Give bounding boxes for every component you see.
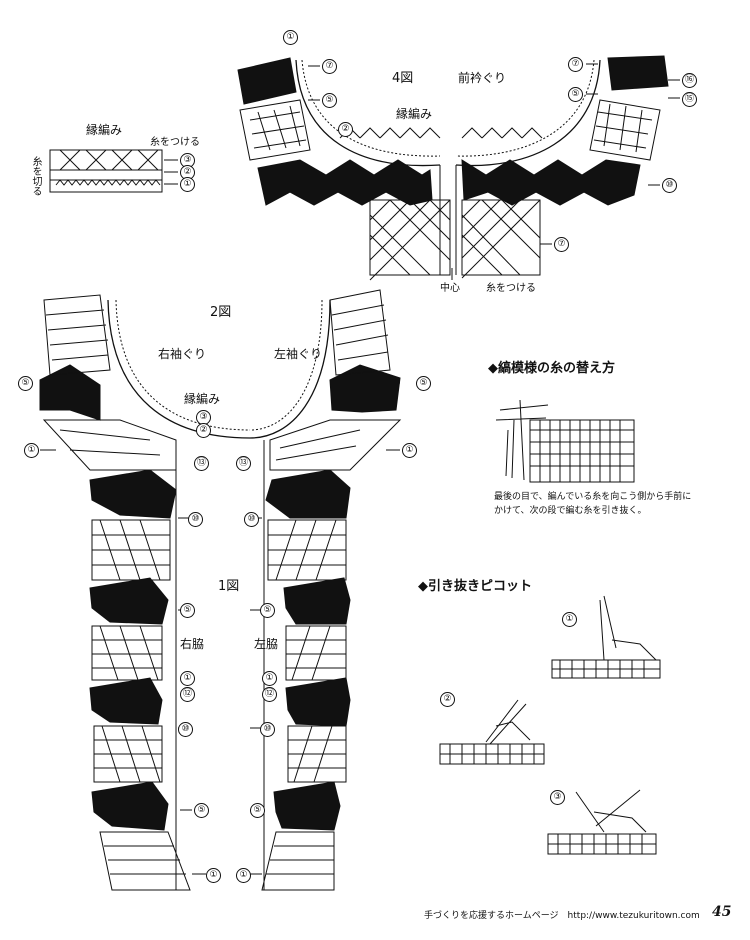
row-marker: ② [338,122,353,137]
row-marker: ② [196,423,211,438]
stripe-band [285,677,351,727]
row-marker: ① [402,443,417,458]
row-marker: ① [262,671,277,686]
stripe-band [461,159,641,206]
edging-attach-label: 糸をつける [150,137,200,148]
row-marker: ⑩ [662,178,677,193]
stripe-band [265,469,351,519]
edging-sample-title: 縁編み [86,123,123,137]
row-marker: ⑦ [568,57,583,72]
stripe-band [257,159,433,206]
row-marker: ⑤ [180,603,195,618]
stripe-band [273,781,341,831]
row-marker: ⑬ [236,456,251,471]
row-marker: ⑤ [260,603,275,618]
row-marker: ⑤ [416,376,431,391]
row-marker: ⑤ [194,803,209,818]
figure4-title: 4図 [392,71,414,86]
stripe-change-illustration [495,399,635,483]
stripe-band [89,577,169,625]
stripe-band [607,55,669,91]
footer-text: 手づくりを応援するホームページ http://www.tezukuritown.… [424,911,700,921]
stripe-band [283,577,351,625]
figure2-armhole-chart [39,289,402,891]
step-number: ② [440,692,455,707]
picot-step2 [439,699,545,765]
stripe-band [89,469,177,519]
figure4-edging-label: 縁編み [396,107,433,121]
step-number: ① [562,612,577,627]
edging-sample-chart [49,149,178,193]
stripe-band [89,677,163,725]
stripe-change-note: 最後の目で、編んでいる糸を向こう側から手前にかけて、次の段で編む糸を引き抜く。 [494,492,692,516]
row-marker: ① [236,868,251,883]
row-marker: ⑫ [262,687,277,702]
row-marker: ③ [180,153,195,168]
stripe-change-title: ◆縞模様の糸の替え方 [488,361,615,376]
figure1-left-label: 左脇 [254,637,279,651]
figure4-neckline-chart [237,55,680,281]
figure4-center-label: 中心 [440,283,460,294]
row-marker: ① [206,868,221,883]
picot-step1 [551,595,661,679]
row-marker: ⑦ [322,59,337,74]
figure2-right-label: 右袖ぐり [158,347,207,361]
stripe-band [329,364,401,413]
row-marker: ③ [196,410,211,425]
figure1-title: 1図 [218,579,240,594]
stripe-band [237,57,297,105]
figure4-subtitle: 前衿ぐり [458,71,507,85]
row-marker: ⑯ [682,73,697,88]
step-number: ③ [550,790,565,805]
figure2-edging-label: 縁編み [184,392,221,406]
row-marker: ⑩ [244,512,259,527]
figure1-right-label: 右脇 [180,637,205,651]
row-marker: ① [283,30,298,45]
row-marker: ⑦ [554,237,569,252]
row-marker: ⑤ [322,93,337,108]
row-marker: ⑮ [682,92,697,107]
picot-title: ◆引き抜きピコット [418,579,532,594]
edging-cut-label: 糸を切る [30,156,41,196]
row-marker: ⑩ [178,722,193,737]
figure2-left-label: 左袖ぐり [274,347,323,361]
row-marker: ① [24,443,39,458]
page-number: 45 [712,904,732,920]
row-marker: ⑤ [18,376,33,391]
row-marker: ① [180,671,195,686]
row-marker: ⑬ [194,456,209,471]
row-marker: ⑤ [568,87,583,102]
figure4-attach-label: 糸をつける [486,283,536,294]
row-marker: ⑤ [250,803,265,818]
stripe-band [91,781,169,831]
row-marker: ① [180,177,195,192]
row-marker: ⑩ [188,512,203,527]
row-marker: ⑩ [260,722,275,737]
figure2-title: 2図 [210,305,232,320]
row-marker: ⑫ [180,687,195,702]
picot-step3 [547,789,657,855]
